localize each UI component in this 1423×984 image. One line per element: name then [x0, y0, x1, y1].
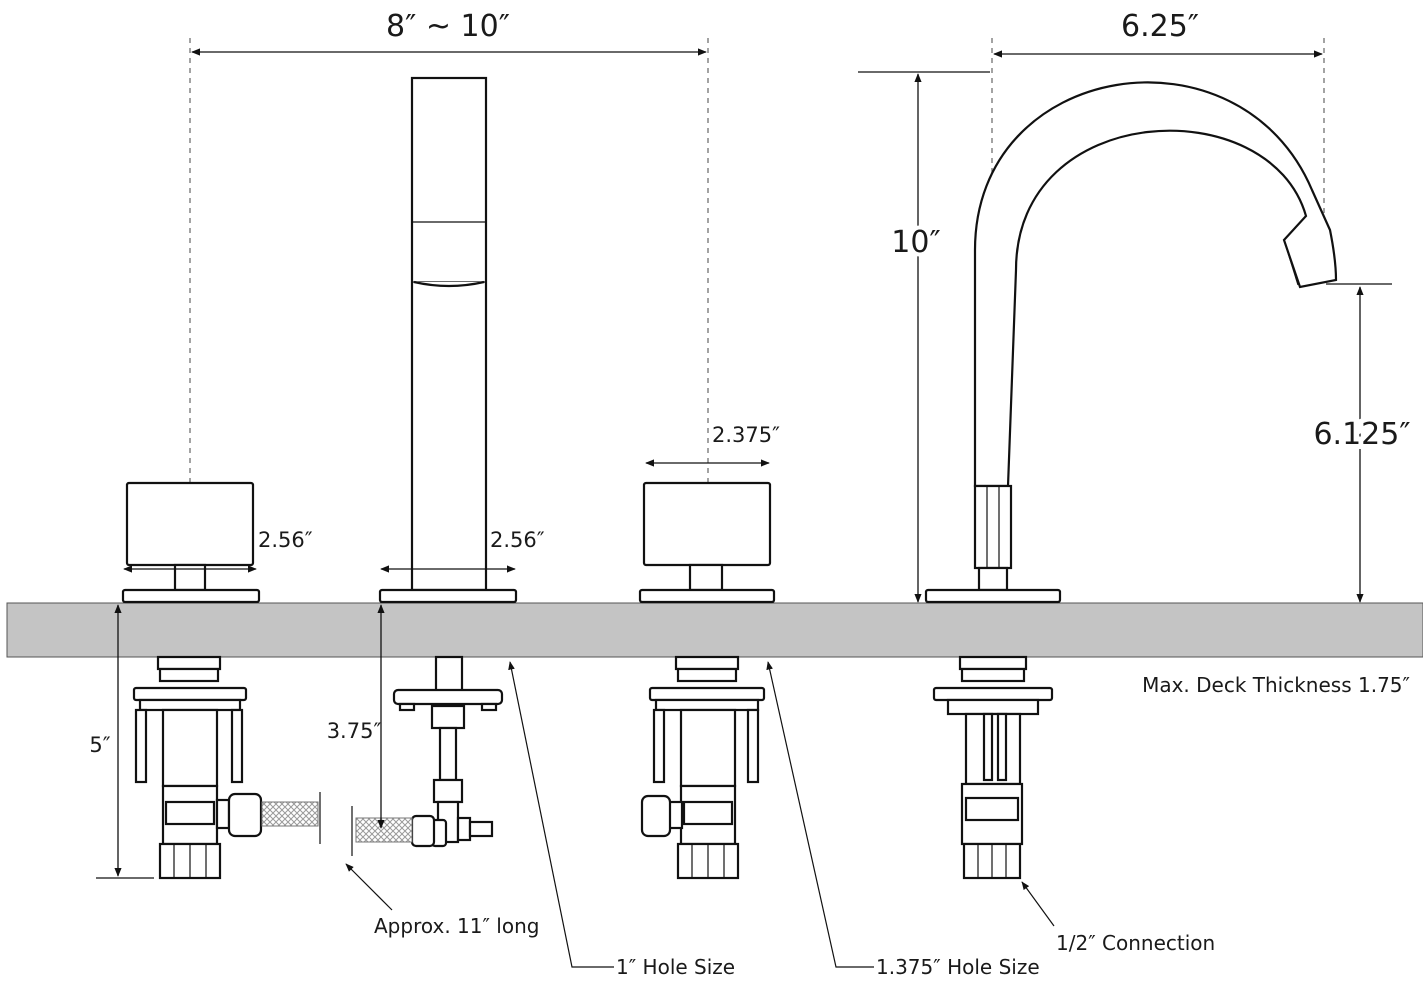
sprayer-hose-connector — [351, 655, 504, 856]
connection-callout: 1/2″ Connection — [1021, 881, 1215, 955]
spread-dimension: 8″ ~ 10″ — [191, 9, 707, 56]
valve-depth-label: 5″ — [89, 733, 110, 757]
spout-height-label: 10″ — [891, 225, 940, 260]
left-valve-body — [132, 655, 321, 880]
hole-size-small-label: 1″ Hole Size — [616, 955, 735, 979]
spout-reach-dimension: 6.25″ — [993, 9, 1323, 58]
spout-clearance-dimension: 6.125″ — [1308, 283, 1416, 603]
connection-label: 1/2″ Connection — [1056, 931, 1215, 955]
sprayer-depth-label: 3.75″ — [327, 719, 382, 743]
handle-base-left-label: 2.56″ — [258, 528, 313, 552]
left-supply-hose — [261, 801, 319, 827]
gooseneck-spout — [924, 81, 1338, 604]
side-sprayer: 2.56″ — [378, 76, 545, 604]
spread-label: 8″ ~ 10″ — [386, 9, 510, 44]
hole-size-large-callout: 1.375″ Hole Size — [766, 661, 1040, 979]
sprayer-base-label: 2.56″ — [490, 528, 545, 552]
spout-reach-label: 6.25″ — [1121, 9, 1199, 44]
right-valve-body — [640, 655, 766, 880]
spout-shank — [932, 655, 1054, 880]
left-handle: 2.56″ — [121, 481, 313, 604]
spout-height-dimension: 10″ — [858, 71, 990, 603]
hole-size-small-callout: 1″ Hole Size — [508, 661, 735, 979]
handle-width-label: 2.375″ — [712, 423, 780, 447]
spout-clearance-label: 6.125″ — [1313, 417, 1410, 452]
sprayer-depth-dimension: 3.75″ — [327, 604, 385, 829]
deck-thickness-label: Max. Deck Thickness 1.75″ — [1142, 673, 1410, 697]
right-handle: 2.375″ — [638, 423, 780, 604]
valve-depth-dimension: 5″ — [89, 604, 154, 879]
deck-slab — [6, 602, 1423, 658]
hose-length-callout: Approx. 11″ long — [345, 863, 539, 938]
sprayer-supply-hose — [355, 817, 413, 843]
hose-length-label: Approx. 11″ long — [374, 914, 539, 938]
hole-size-large-label: 1.375″ Hole Size — [876, 955, 1040, 979]
